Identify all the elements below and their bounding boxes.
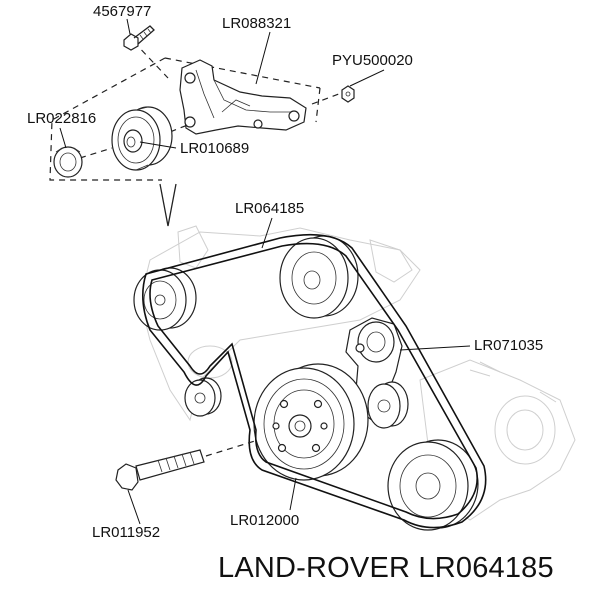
exploded-view-frame (49, 41, 345, 227)
label-idler-pulley: LR010689 (180, 140, 250, 157)
bracket-part (179, 59, 307, 135)
nut-part (341, 85, 355, 103)
diagram-title: LAND-ROVER LR064185 (218, 552, 554, 584)
label-bolt-top: 4567977 (93, 3, 152, 20)
crankshaft-pulley-part (253, 363, 369, 481)
left-idler-pulley (133, 267, 197, 331)
label-dust-cap: LR022816 (27, 110, 97, 127)
idler-pulley-part (111, 106, 173, 171)
dust-cap-part (53, 146, 83, 178)
serpentine-belt-part (142, 233, 487, 529)
label-nut: PYU500020 (332, 52, 413, 69)
lower-right-pulley (387, 439, 479, 531)
crank-bolt-part (115, 439, 259, 491)
label-bracket: LR088321 (222, 15, 292, 32)
tensioner-part (345, 317, 409, 429)
top-bolt-part (123, 25, 155, 51)
label-crank-pulley: LR012000 (230, 512, 300, 529)
upper-center-pulley (279, 235, 359, 319)
label-crank-bolt: LR011952 (92, 524, 161, 541)
lower-left-pulley (184, 377, 222, 417)
leader-lines (59, 18, 471, 525)
label-belt: LR064185 (235, 200, 305, 217)
label-tensioner: LR071035 (474, 337, 544, 354)
